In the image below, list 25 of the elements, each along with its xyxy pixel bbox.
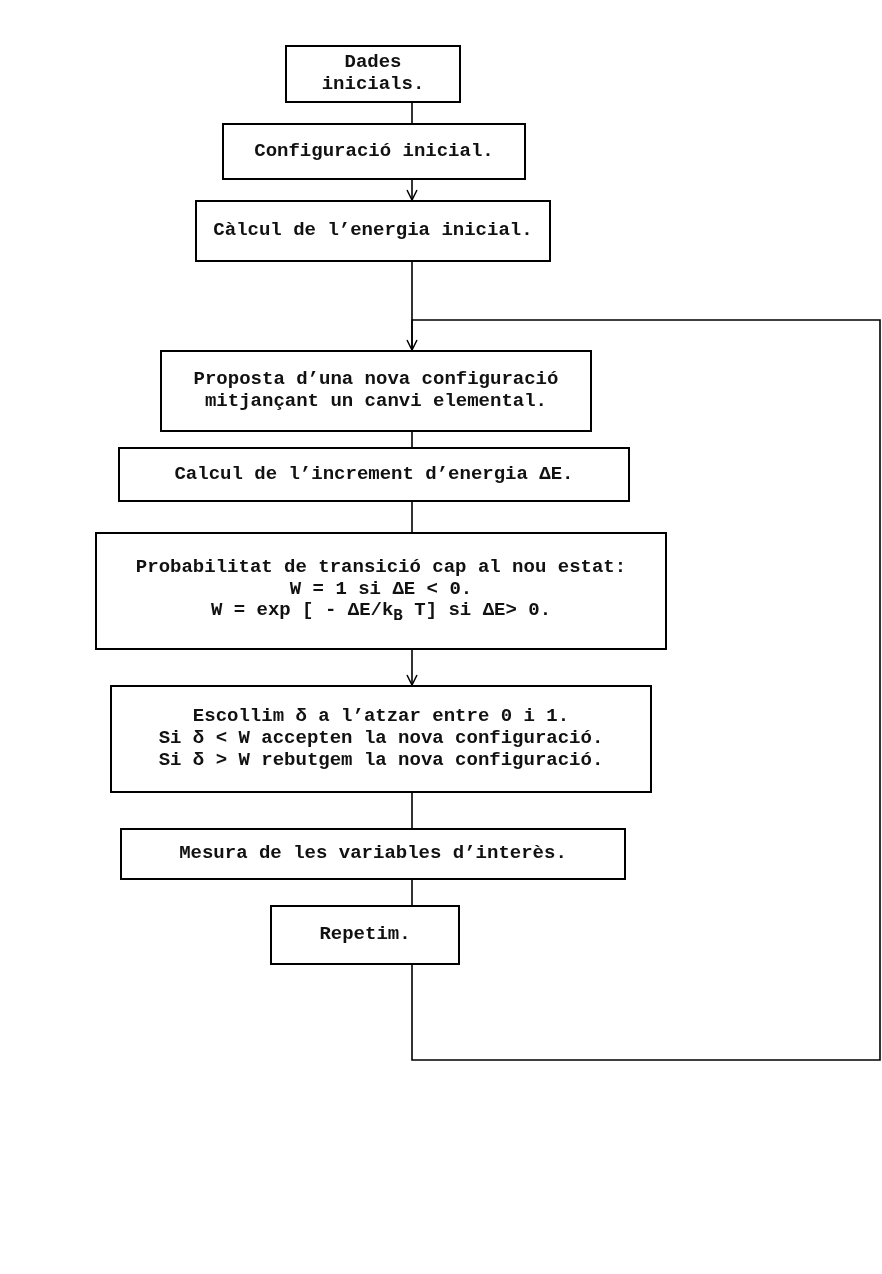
box-text: Si δ > W rebutgem la nova configuració. [158,749,604,772]
connector-arrow [406,179,418,201]
process-box [118,447,630,502]
box-text: Calcul de l’increment d’energia ΔE. [174,463,574,486]
box-text: Configuració inicial. [254,140,494,163]
process-box [270,905,460,965]
process-box [95,532,667,650]
box-text: Repetim. [319,924,411,946]
process-box [195,200,551,262]
process-box [222,123,526,180]
box-text: Mesura de les variables d’interès. [179,843,567,865]
process-box [110,685,652,793]
box-text: Càlcul de l’energia inicial. [213,220,533,242]
box-text: Escollim δ a l’atzar entre 0 i 1. [192,706,570,729]
box-text: Probabilitat de transició cap al nou estat: [135,556,627,579]
box-text: Si δ < W accepten la nova configuració. [158,728,604,750]
connector-arrow [406,649,418,686]
process-box [285,45,461,103]
box-text: Proposta d’una nova configuració mitjançant un canvi elemental. [192,369,560,413]
box-text: W = exp [ - ΔE/k$_{B}$ T] si ΔE> 0. [210,600,552,626]
process-box [120,828,626,880]
box-text: W = 1 si ΔE < 0. [289,578,473,601]
connector-arrow [406,319,881,1061]
box-text: Dades inicials. [320,52,426,96]
process-box [160,350,592,432]
